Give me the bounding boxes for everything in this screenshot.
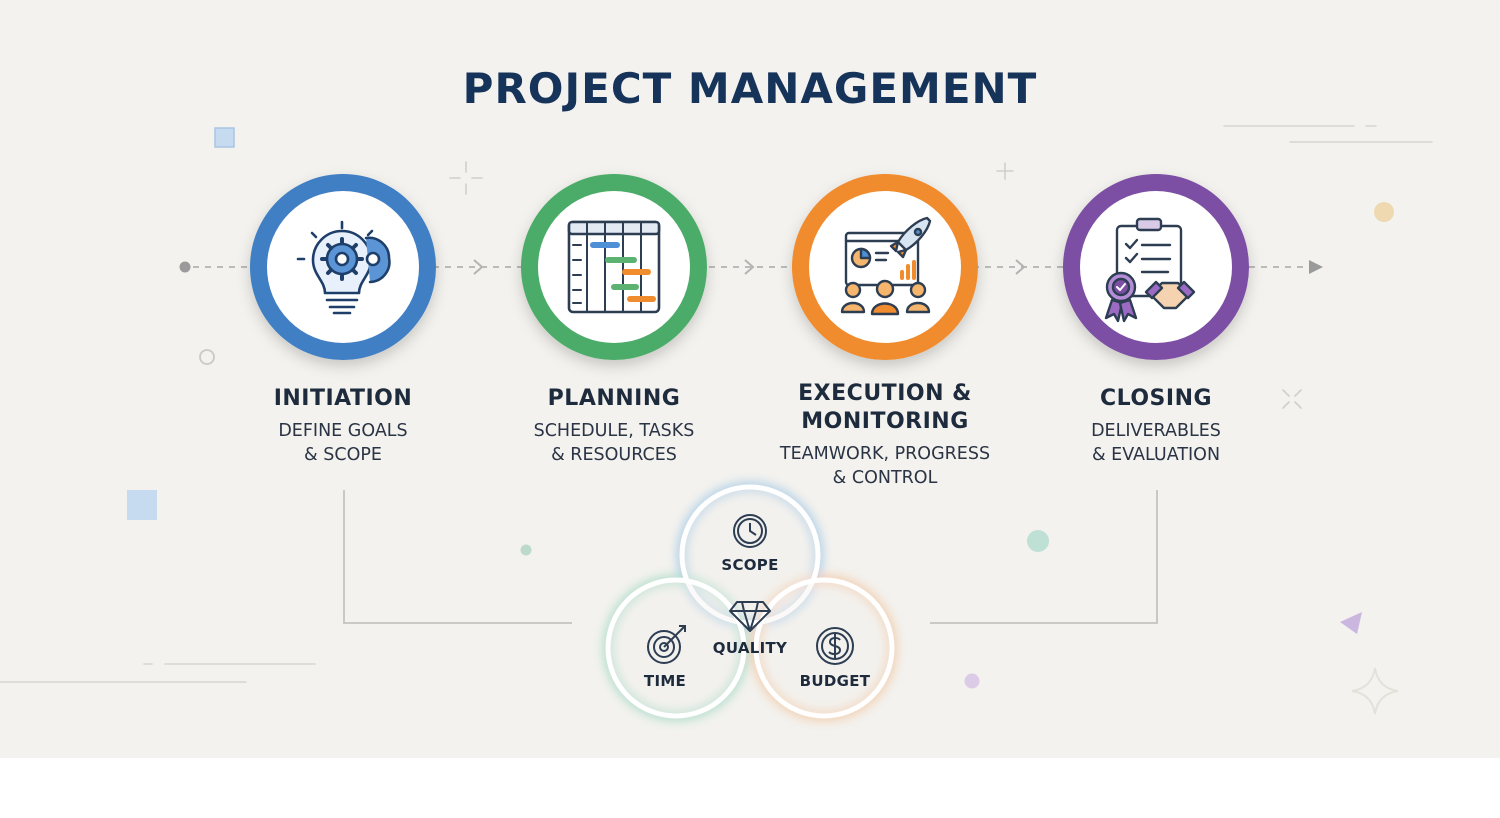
phase-desc-execution: TEAMWORK, PROGRESS & CONTROL [779,444,991,488]
venn-connector-lines [343,490,1158,624]
venn-label-time: TIME [643,672,687,690]
phase-desc-closing: DELIVERABLES & EVALUATION [1091,421,1221,465]
process-flow-line [179,259,1323,275]
phase-desc-initiation: DEFINE GOALS & SCOPE [278,421,408,465]
target-icon [647,625,686,664]
diamond-icon [729,601,771,632]
background-decorations [0,125,1433,715]
dollar-coin-icon [816,627,854,665]
phase-circle-execution [792,174,978,360]
rocket-team-icon [840,216,932,316]
phase-circle-closing [1063,174,1249,360]
clipboard-handshake-icon [1104,217,1196,323]
gantt-chart-icon [567,220,661,314]
phase-title-closing: CLOSING [1099,386,1213,411]
clock-icon [733,514,767,548]
lightbulb-gears-icon [296,220,391,315]
phase-title-planning: PLANNING [547,386,681,411]
page-title: PROJECT MANAGEMENT [462,64,1038,113]
phase-desc-planning: SCHEDULE, TASKS & RESOURCES [533,421,695,465]
venn-label-budget: BUDGET [799,672,871,690]
triple-constraint-venn [603,482,897,721]
phase-title-execution: EXECUTION & MONITORING [798,381,972,434]
phase-title-initiation: INITIATION [273,386,413,411]
venn-label-quality: QUALITY [712,639,788,657]
phase-circle-planning [521,174,707,360]
phase-circle-initiation [250,174,436,360]
venn-label-scope: SCOPE [721,556,779,574]
